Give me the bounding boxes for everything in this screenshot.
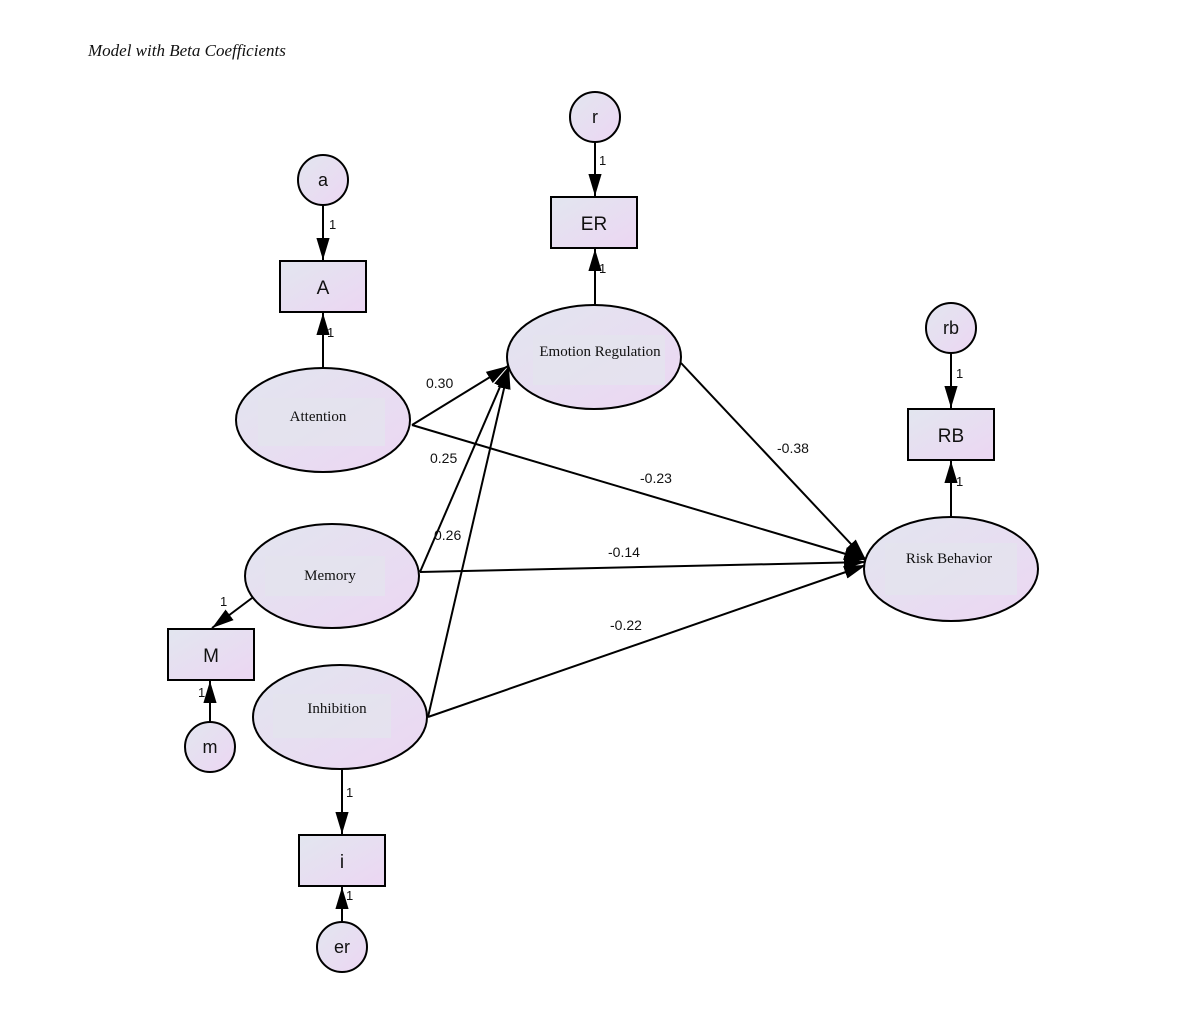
latent-risk-behavior-label: Risk Behavior — [906, 551, 992, 567]
loading-memory-M: 1 — [220, 594, 227, 609]
edge-memory-to-risk — [419, 555, 867, 573]
loading-risk-RB: 1 — [956, 474, 963, 489]
error-r-label: r — [592, 107, 598, 127]
edge-inhibition-to-risk — [427, 564, 867, 718]
error-m[interactable]: m — [184, 721, 236, 773]
observed-ER[interactable]: ER — [550, 196, 638, 249]
edge-emotion-to-risk — [680, 362, 867, 561]
latent-inhibition[interactable]: Inhibition — [252, 664, 428, 770]
loading-a-A: 1 — [329, 217, 336, 232]
latent-risk-behavior[interactable]: Risk Behavior — [863, 516, 1039, 622]
observed-i-label: i — [340, 852, 344, 873]
loading-m-M: 1 — [198, 685, 205, 700]
diagram-title: Model with Beta Coefficients — [88, 41, 286, 60]
loading-r-ER: 1 — [599, 153, 606, 168]
error-er[interactable]: er — [316, 921, 368, 973]
error-a-label: a — [318, 170, 329, 190]
coef-attention-emotion: 0.30 — [426, 375, 453, 391]
edge-attention-to-risk — [411, 424, 867, 561]
observed-ER-label: ER — [581, 214, 607, 235]
error-rb[interactable]: rb — [925, 302, 977, 354]
latent-attention[interactable]: Attention — [235, 367, 411, 473]
latent-attention-label: Attention — [290, 409, 347, 425]
latent-emotion-regulation-label: Emotion Regulation — [539, 344, 661, 360]
edge-inhibition-to-emotion — [427, 366, 511, 718]
error-m-label: m — [203, 737, 218, 757]
latent-memory-label: Memory — [304, 568, 356, 584]
edge-attention-to-emotion — [411, 365, 509, 426]
coef-attention-risk: -0.23 — [640, 470, 672, 486]
error-rb-label: rb — [943, 318, 959, 338]
latent-memory[interactable]: Memory — [244, 523, 420, 629]
error-er-label: er — [334, 937, 350, 957]
coef-emotion-risk: -0.38 — [777, 440, 809, 456]
latent-inhibition-label: Inhibition — [307, 701, 367, 717]
observed-M[interactable]: M — [167, 628, 255, 681]
loading-inhibition-i: 1 — [346, 785, 353, 800]
observed-A-label: A — [317, 278, 330, 299]
observed-A[interactable]: A — [279, 260, 367, 313]
observed-M-label: M — [203, 646, 219, 667]
loading-emotion-ER: 1 — [599, 261, 606, 276]
error-r[interactable]: r — [569, 91, 621, 143]
coef-memory-emotion: 0.25 — [430, 450, 457, 466]
loading-rb-RB: 1 — [956, 366, 963, 381]
edge-memory-to-M — [211, 597, 253, 629]
latent-emotion-regulation[interactable]: Emotion Regulation — [506, 304, 682, 410]
coef-inhibition-emotion: 0.26 — [434, 527, 461, 543]
observed-i[interactable]: i — [298, 834, 386, 887]
loading-er-i: 1 — [346, 888, 353, 903]
observed-RB-label: RB — [938, 426, 964, 447]
edge-memory-to-emotion — [419, 365, 510, 573]
error-a[interactable]: a — [297, 154, 349, 206]
coef-inhibition-risk: -0.22 — [610, 617, 642, 633]
observed-RB[interactable]: RB — [907, 408, 995, 461]
loading-attention-A: 1 — [327, 325, 334, 340]
coef-memory-risk: -0.14 — [608, 544, 640, 560]
